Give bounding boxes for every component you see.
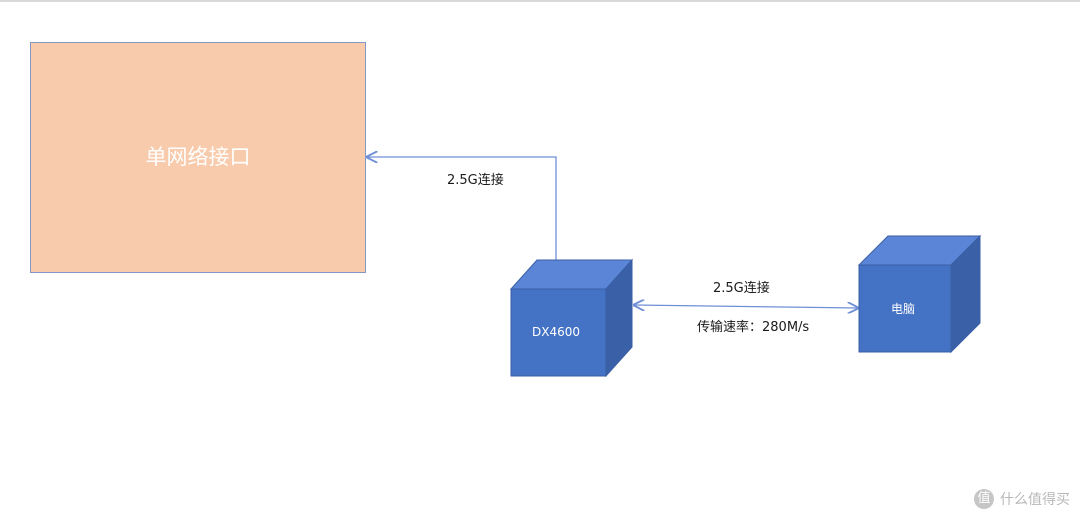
- nas-cube-front: [510, 288, 607, 377]
- pc-label: 电脑: [891, 302, 916, 316]
- watermark-logo-icon: 值: [974, 489, 994, 509]
- edge-nas-pc: [634, 305, 858, 308]
- top-border: [0, 0, 1080, 2]
- watermark: 值 什么值得买: [974, 489, 1070, 509]
- interface-node-label: 单网络接口: [145, 145, 251, 169]
- edge-label-pc-speed: 传输速率：280M/s: [697, 320, 810, 335]
- nas-label: DX4600: [532, 325, 580, 339]
- interface-node: [30, 42, 366, 273]
- watermark-text: 什么值得买: [1000, 492, 1070, 508]
- edge-nas-to-interface: [367, 157, 557, 262]
- edge-label-interface: 2.5G连接: [447, 173, 504, 188]
- pc-cube: [857, 234, 982, 354]
- edge-label-pc-link: 2.5G连接: [713, 281, 770, 296]
- nas-cube: [509, 258, 634, 378]
- pc-cube-front: [858, 264, 952, 353]
